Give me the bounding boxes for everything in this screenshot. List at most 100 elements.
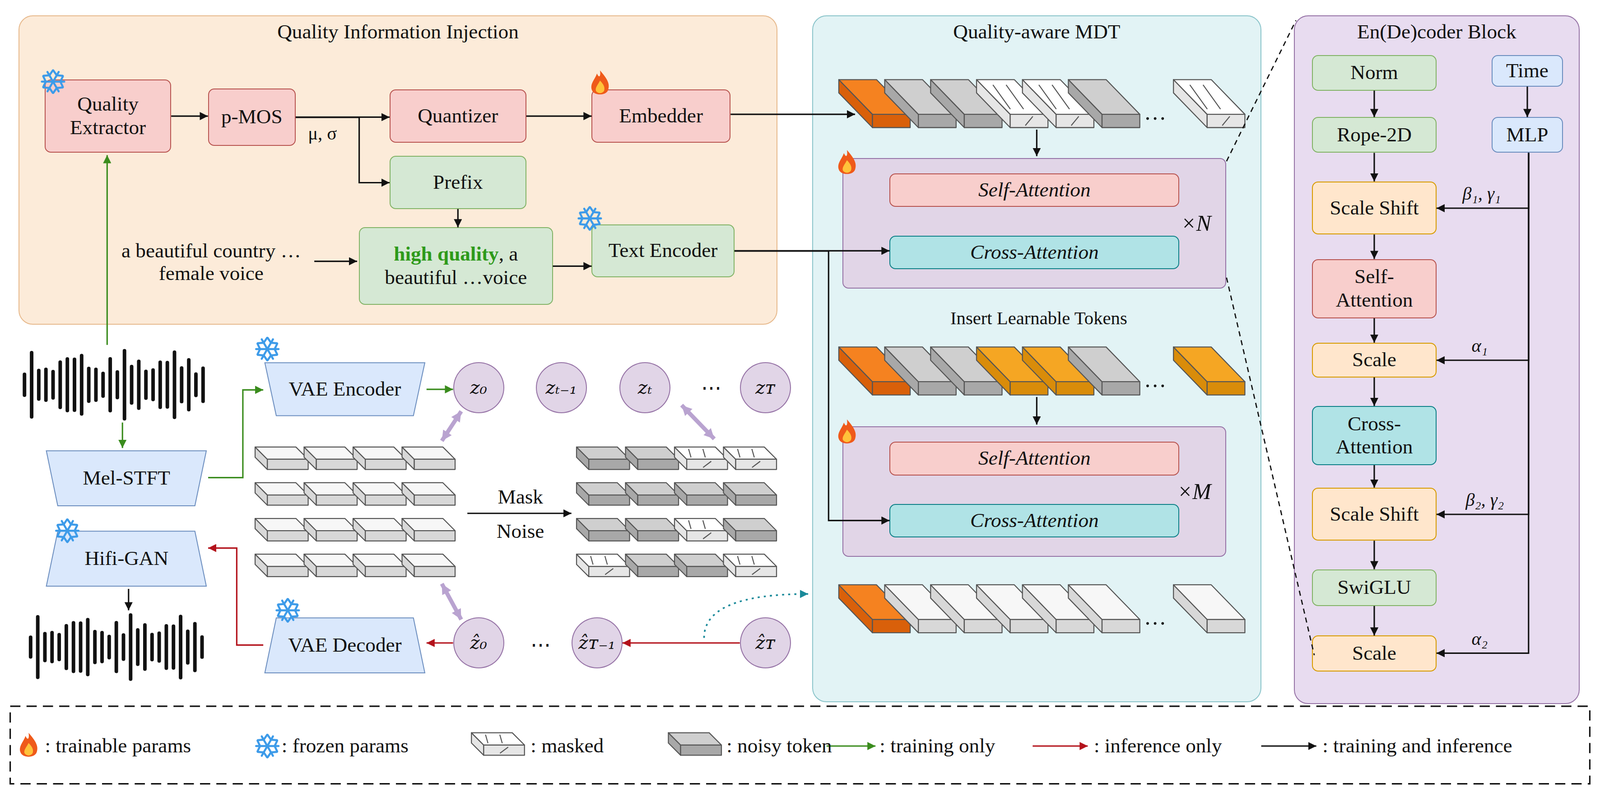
token-front: [1102, 381, 1140, 395]
process-box: high quality, a beautiful …voice: [358, 227, 553, 305]
node-text: Mel-STFT: [83, 466, 171, 490]
snow-tick: [63, 536, 67, 542]
text-wrap: Scale: [1352, 348, 1397, 372]
snow-tick: [57, 530, 61, 536]
edge-label: α₂: [1471, 628, 1489, 649]
waveform-bar: [179, 367, 184, 402]
token-top: [674, 553, 728, 567]
token-top: [402, 446, 456, 460]
inference-dotted-arrow: [704, 593, 809, 638]
token: [353, 553, 407, 577]
free-label: …: [1144, 367, 1167, 392]
trainable-icon: [19, 732, 38, 757]
waveform-bar: [79, 623, 83, 671]
connector: [1373, 234, 1375, 259]
connector: [1436, 152, 1529, 653]
node-text: VAE Decoder: [288, 633, 402, 657]
legend-text: : trainable params: [44, 734, 191, 758]
node-text: Self-Attention: [978, 178, 1091, 202]
snow-tick: [278, 603, 284, 605]
frozen-icon: [55, 519, 79, 542]
token-top: [668, 732, 722, 745]
noisy-token: [668, 732, 722, 756]
waveform-bar: [186, 359, 191, 410]
text-wrap: Self-Attention: [1316, 265, 1433, 312]
token-front: [414, 530, 456, 541]
token-top: [353, 446, 407, 460]
noisy-token: [576, 482, 630, 506]
text-wrap: Self-Attention: [978, 446, 1091, 470]
legend-text: : inference only: [1093, 734, 1223, 758]
trapezoid-shape: [46, 530, 207, 587]
node-text: Self-Attention: [1316, 265, 1433, 312]
node-text: Prefix: [432, 170, 483, 195]
node-text: zₜ: [637, 376, 652, 399]
token: [353, 482, 407, 506]
text-wrap: zᴛ: [755, 376, 776, 399]
token-front: [365, 530, 406, 541]
text-wrap: Scale Shift: [1329, 196, 1419, 220]
flame-outer: [19, 732, 38, 757]
arrow: [1036, 396, 1038, 425]
connector: [1373, 377, 1375, 406]
panel: Quality Information InjectionQuality Ext…: [18, 15, 778, 325]
free-label: Noise: [496, 520, 545, 544]
noisy-token: [576, 446, 630, 470]
snow-tick: [274, 343, 278, 349]
token-top: [1173, 79, 1245, 115]
node-text: MLP: [1506, 123, 1549, 147]
connector: [208, 389, 264, 478]
free-label: Insert Learnable Tokens: [950, 308, 1128, 329]
mask-hatch: [590, 555, 593, 565]
node-text: Cross-Attention: [970, 508, 1099, 533]
snow-tick: [270, 751, 277, 753]
text-wrap: high quality, a beautiful …voice: [362, 242, 549, 290]
node-text: ẑᴛ: [755, 632, 776, 654]
waveform-bar: [115, 372, 120, 398]
waveform-bar: [51, 371, 56, 398]
waveform-bar: [44, 369, 48, 400]
process-box: Quantizer: [389, 89, 527, 143]
token-top: [353, 482, 407, 495]
process-box: Cross-Attention: [889, 503, 1180, 538]
connector: [1436, 152, 1529, 360]
token: [255, 553, 309, 577]
waveform-bar: [157, 632, 162, 661]
latent-circle: zₜ₋₁: [535, 362, 587, 414]
waveform-bar: [65, 358, 70, 411]
text-wrap: Prefix: [432, 170, 483, 195]
token: [402, 482, 456, 506]
snow-tick: [267, 734, 271, 740]
token: [255, 446, 309, 470]
token-front: [680, 744, 722, 756]
mask-hatch: [737, 555, 740, 565]
connector: [1373, 152, 1375, 182]
snow-tick: [257, 745, 261, 752]
text-wrap: En(De)coder Block: [1357, 20, 1517, 44]
mask-hatch: [992, 84, 1011, 110]
token-front: [365, 566, 406, 577]
latent-circle: ẑ₀: [453, 617, 505, 669]
snow-tick: [283, 616, 288, 622]
connector: [1526, 86, 1528, 118]
snow-tick: [263, 752, 267, 758]
arrow: [127, 588, 130, 610]
process-box: Self-Attention: [889, 173, 1180, 208]
flame-outer: [838, 149, 856, 174]
process-box: Self-Attention: [1311, 259, 1437, 319]
token-front: [1102, 114, 1140, 128]
text-wrap: zₜ: [637, 376, 652, 399]
free-label: μ, σ: [307, 123, 337, 145]
process-box: SwiGLU: [1311, 569, 1437, 606]
process-box: Norm: [1311, 55, 1437, 91]
snow-tick: [267, 337, 271, 343]
snow-tick: [278, 609, 281, 616]
process-box: Time: [1491, 55, 1563, 87]
waveform-bar: [186, 631, 190, 663]
connector: [1373, 465, 1375, 488]
waveform-bar: [143, 624, 147, 670]
mask-hatch: [752, 568, 761, 575]
masked-token: [674, 446, 728, 470]
process-box: p-MOS: [208, 88, 296, 146]
